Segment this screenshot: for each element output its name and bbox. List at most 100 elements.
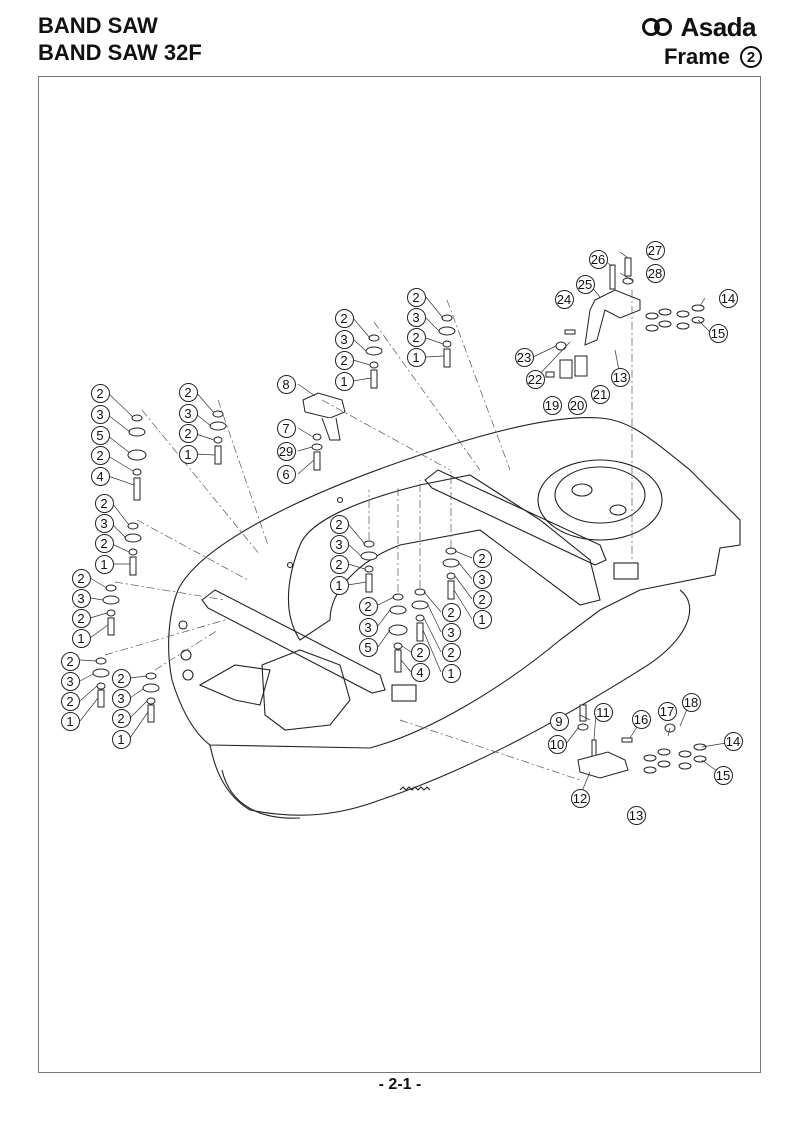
- callout-part-9[interactable]: 9: [549, 711, 569, 731]
- callout-part-1[interactable]: 1: [60, 711, 80, 731]
- callout-part-5[interactable]: 5: [90, 425, 110, 445]
- callout-part-4[interactable]: 4: [90, 466, 110, 486]
- callout-part-3[interactable]: 3: [406, 307, 426, 327]
- callout-part-18[interactable]: 18: [681, 692, 701, 712]
- callout-part-1[interactable]: 1: [71, 628, 91, 648]
- callout-part-1[interactable]: 1: [406, 347, 426, 367]
- callout-part-3[interactable]: 3: [441, 622, 461, 642]
- lower-end-block: [391, 684, 417, 702]
- guide-arm-25: [584, 289, 641, 346]
- callout-part-22[interactable]: 22: [525, 369, 545, 389]
- pin-24: [564, 329, 576, 335]
- block-21: [574, 355, 588, 377]
- callout-part-2[interactable]: 2: [358, 596, 378, 616]
- callout-part-13[interactable]: 13: [626, 805, 646, 825]
- callout-part-3[interactable]: 3: [60, 671, 80, 691]
- callout-part-7[interactable]: 7: [276, 418, 296, 438]
- callout-part-2[interactable]: 2: [71, 568, 91, 588]
- callout-part-6[interactable]: 6: [276, 464, 296, 484]
- callout-part-2[interactable]: 2: [472, 548, 492, 568]
- callout-part-11[interactable]: 11: [593, 702, 613, 722]
- callout-part-25[interactable]: 25: [575, 274, 595, 294]
- callout-part-4[interactable]: 4: [410, 662, 430, 682]
- callout-part-1[interactable]: 1: [334, 371, 354, 391]
- callout-part-3[interactable]: 3: [329, 534, 349, 554]
- bolt-9: [579, 704, 587, 722]
- upper-wheel-hub-ring: [554, 466, 646, 524]
- fastener-stack-l2: [124, 522, 142, 576]
- callout-part-20[interactable]: 20: [567, 395, 587, 415]
- callout-part-2[interactable]: 2: [472, 589, 492, 609]
- callout-part-1[interactable]: 1: [329, 575, 349, 595]
- callout-part-3[interactable]: 3: [90, 404, 110, 424]
- lower-blade-guide-assembly: [577, 704, 676, 779]
- callout-part-2[interactable]: 2: [441, 642, 461, 662]
- fastener-stack-m2: [438, 314, 456, 368]
- callout-part-24[interactable]: 24: [554, 289, 574, 309]
- callout-part-2[interactable]: 2: [94, 533, 114, 553]
- callout-part-19[interactable]: 19: [542, 395, 562, 415]
- fastener-stack-l5: [142, 672, 160, 723]
- callout-part-1[interactable]: 1: [94, 554, 114, 574]
- callout-part-16[interactable]: 16: [631, 709, 651, 729]
- callout-part-14[interactable]: 14: [723, 731, 743, 751]
- callout-part-2[interactable]: 2: [178, 382, 198, 402]
- callout-part-2[interactable]: 2: [60, 651, 80, 671]
- callout-part-2[interactable]: 2: [441, 602, 461, 622]
- callout-part-27[interactable]: 27: [645, 240, 665, 260]
- callout-part-12[interactable]: 12: [570, 788, 590, 808]
- callout-part-1[interactable]: 1: [178, 444, 198, 464]
- callout-part-2[interactable]: 2: [178, 423, 198, 443]
- callout-part-3[interactable]: 3: [71, 588, 91, 608]
- callout-part-17[interactable]: 17: [657, 701, 677, 721]
- callout-part-3[interactable]: 3: [358, 617, 378, 637]
- callout-part-2[interactable]: 2: [111, 668, 131, 688]
- callout-part-2[interactable]: 2: [329, 554, 349, 574]
- upper-wheel-center: [571, 483, 593, 497]
- callout-part-2[interactable]: 2: [94, 493, 114, 513]
- fastener-stack-tm: [209, 410, 227, 465]
- callout-part-2[interactable]: 2: [90, 445, 110, 465]
- callout-part-2[interactable]: 2: [334, 308, 354, 328]
- callout-part-3[interactable]: 3: [334, 329, 354, 349]
- callout-part-10[interactable]: 10: [547, 734, 567, 754]
- callout-part-21[interactable]: 21: [590, 384, 610, 404]
- callout-part-15[interactable]: 15: [708, 323, 728, 343]
- exploded-parts: [92, 257, 707, 779]
- callout-part-14[interactable]: 14: [718, 288, 738, 308]
- callout-part-1[interactable]: 1: [441, 663, 461, 683]
- callout-part-3[interactable]: 3: [111, 688, 131, 708]
- callout-part-2[interactable]: 2: [410, 642, 430, 662]
- block-20: [559, 359, 573, 379]
- callout-part-3[interactable]: 3: [94, 513, 114, 533]
- callout-part-1[interactable]: 1: [472, 609, 492, 629]
- callout-part-2[interactable]: 2: [111, 708, 131, 728]
- callout-part-28[interactable]: 28: [645, 263, 665, 283]
- callout-part-2[interactable]: 2: [406, 327, 426, 347]
- callout-part-15[interactable]: 15: [713, 765, 733, 785]
- callout-part-2[interactable]: 2: [90, 383, 110, 403]
- callout-part-1[interactable]: 1: [111, 729, 131, 749]
- callout-part-3[interactable]: 3: [178, 403, 198, 423]
- callout-part-2[interactable]: 2: [334, 350, 354, 370]
- upper-wheel-housing: [537, 459, 663, 541]
- pin-16: [621, 737, 633, 743]
- callout-part-3[interactable]: 3: [472, 569, 492, 589]
- callout-part-5[interactable]: 5: [358, 637, 378, 657]
- callout-part-23[interactable]: 23: [514, 347, 534, 367]
- callout-part-29[interactable]: 29: [276, 441, 296, 461]
- upper-guide-bar: [424, 469, 607, 566]
- fastener-stack-6: [311, 433, 323, 471]
- callout-part-2[interactable]: 2: [329, 514, 349, 534]
- fastener-stack-l4: [92, 657, 110, 708]
- callout-part-26[interactable]: 26: [588, 249, 608, 269]
- callout-part-2[interactable]: 2: [406, 287, 426, 307]
- brand-logo: Asada: [642, 12, 756, 43]
- callout-part-13[interactable]: 13: [610, 367, 630, 387]
- frame-lower-edge: [221, 769, 301, 819]
- lower-motor-mount: [261, 649, 351, 731]
- callout-part-2[interactable]: 2: [60, 691, 80, 711]
- callout-part-2[interactable]: 2: [71, 608, 91, 628]
- callout-part-8[interactable]: 8: [276, 374, 296, 394]
